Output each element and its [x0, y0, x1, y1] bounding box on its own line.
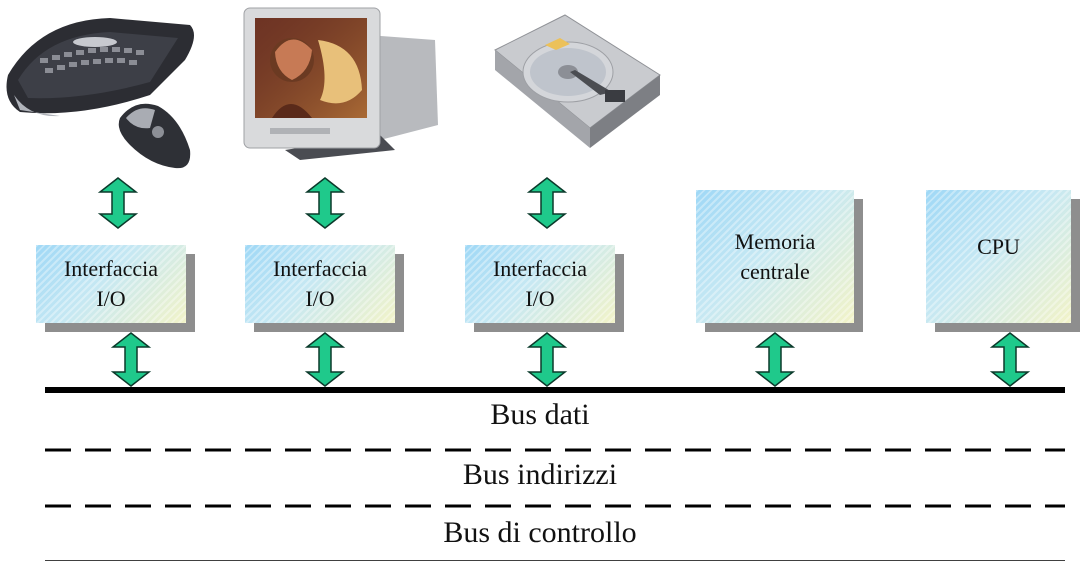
box-label-line2: I/O: [96, 286, 126, 311]
hard-disk-icon: [494, 14, 661, 148]
arrow-cpu-bus: [989, 332, 1031, 387]
arrow-interface2-bus: [304, 332, 346, 387]
box-label-line1: Interfaccia: [63, 256, 159, 282]
box-label-line1: Memoria: [734, 228, 816, 254]
arrow-interface1-bus: [110, 332, 152, 387]
box-label-line2: I/O: [525, 286, 555, 311]
box-cpu: CPU: [926, 190, 1071, 323]
box-label-line2: centrale: [740, 258, 810, 284]
arrow-keyboard-interface: [97, 177, 139, 229]
monitor-icon: [243, 7, 438, 160]
arrows-layer: [97, 177, 1031, 387]
box-label-line1: CPU: [977, 233, 1020, 259]
arrow-monitor-interface: [304, 177, 346, 229]
box-label-line1: Interfaccia: [492, 256, 588, 282]
keyboard-mouse-icon: [6, 18, 194, 169]
box-memoria-centrale: Memoria centrale: [696, 190, 854, 323]
arrow-disk-interface: [526, 177, 568, 229]
bus-dati-label: Bus dati: [490, 398, 590, 431]
box-label-line1: Interfaccia: [272, 256, 368, 282]
arrow-memoria-bus: [754, 332, 796, 387]
box-label-line2: I/O: [305, 286, 335, 311]
bus-controllo-label: Bus di controllo: [443, 516, 637, 549]
arrow-interface3-bus: [526, 332, 568, 387]
bus-indirizzi-label: Bus indirizzi: [462, 458, 618, 491]
